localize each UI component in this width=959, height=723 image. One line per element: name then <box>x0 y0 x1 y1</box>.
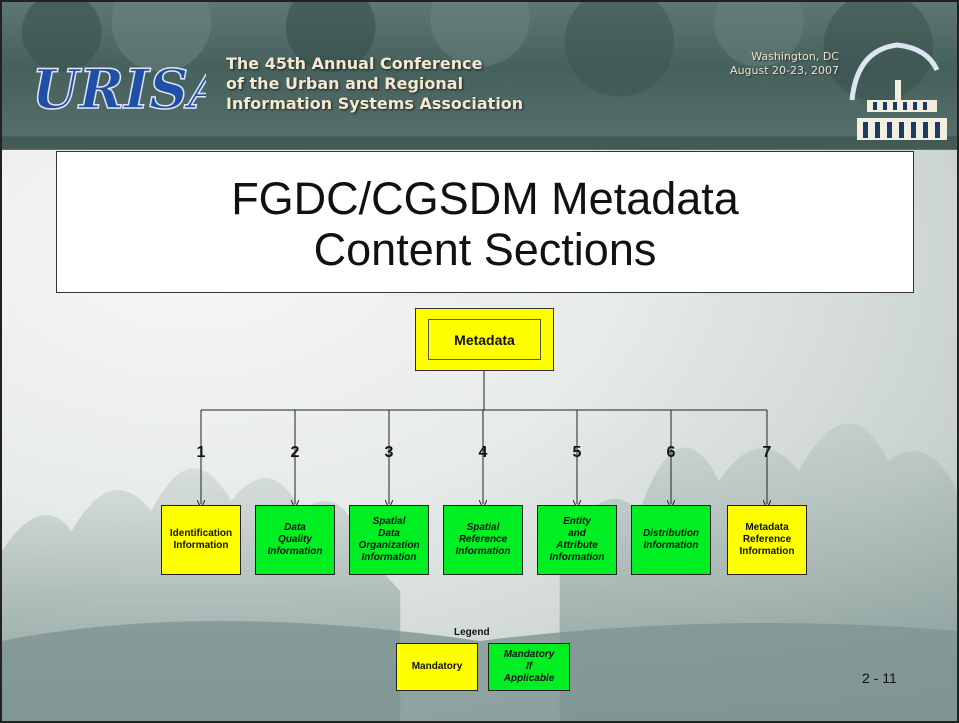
section-7-label-line: Reference <box>742 534 792 545</box>
section-7-label-line: Information <box>739 546 795 557</box>
section-5-label-line: and <box>568 528 586 539</box>
section-spatial-data-organization-information: Spatial Data Organization Information <box>349 505 429 575</box>
section-5-label-line: Information <box>549 552 605 563</box>
section-2-label-line: Quality <box>278 534 312 545</box>
section-number-4: 4 <box>478 444 488 461</box>
section-distribution-information: Distribution Information <box>631 505 711 575</box>
legend-title: Legend <box>454 627 490 638</box>
section-1-label-line: Identification <box>169 528 233 539</box>
section-number-1: 1 <box>196 444 206 461</box>
section-4-label-line: Spatial <box>466 522 500 533</box>
section-6-label-line: Distribution <box>642 528 700 539</box>
section-5-label-line: Attribute <box>556 540 598 551</box>
title-line-1: FGDC/CGSDM Metadata <box>231 173 739 224</box>
section-entity-and-attribute-information: Entity and Attribute Information <box>537 505 617 575</box>
section-identification-information: Identification Information <box>161 505 241 575</box>
section-number-6: 6 <box>666 444 676 461</box>
section-6-label-line: Information <box>643 540 699 551</box>
section-4-label-line: Reference <box>458 534 508 545</box>
legend-miaa-line: Mandatory <box>503 649 555 660</box>
conference-line-1: The 45th Annual Conference <box>226 54 483 73</box>
section-1-label-line: Information <box>173 540 229 551</box>
metadata-root-node: Metadata <box>415 308 554 371</box>
conference-title: The 45th Annual Conference of the Urban … <box>226 54 523 114</box>
location-dates: August 20-23, 2007 <box>730 64 839 77</box>
section-number-3: 3 <box>384 444 394 461</box>
logo-wordmark: URISA <box>32 57 206 121</box>
legend-mandatory-if-applicable: Mandatory If Applicable <box>488 643 570 691</box>
section-number-2: 2 <box>290 444 300 461</box>
legend-mandatory-label: Mandatory <box>411 661 463 672</box>
urisa-logo: URISA <box>31 56 206 122</box>
section-3-label-line: Organization <box>358 540 420 551</box>
conference-banner: URISA The 45th Annual Conference of the … <box>2 2 957 150</box>
page-number: 2 - 11 <box>862 670 897 686</box>
slide-title: FGDC/CGSDM Metadata Content Sections <box>56 151 914 293</box>
section-5-label-line: Entity <box>563 516 591 527</box>
section-number-7: 7 <box>762 444 772 461</box>
section-4-label-line: Information <box>455 546 511 557</box>
location-city: Washington, DC <box>751 50 839 63</box>
section-number-5: 5 <box>572 444 582 461</box>
section-7-label-line: Metadata <box>745 522 789 533</box>
metadata-root-label: Metadata <box>428 319 541 360</box>
section-3-label-line: Data <box>378 528 400 539</box>
legend-miaa-line: If <box>525 661 533 672</box>
title-line-2: Content Sections <box>313 224 657 275</box>
section-3-label-line: Information <box>361 552 417 563</box>
section-2-label-line: Data <box>284 522 306 533</box>
legend-miaa-line: Applicable <box>503 673 555 684</box>
section-2-label-line: Information <box>267 546 323 557</box>
capitol-dome-icon <box>849 42 947 140</box>
conference-line-2: of the Urban and Regional <box>226 74 464 93</box>
section-metadata-reference-information: Metadata Reference Information <box>727 505 807 575</box>
section-data-quality-information: Data Quality Information <box>255 505 335 575</box>
conference-line-3: Information Systems Association <box>226 94 524 113</box>
conference-location: Washington, DC August 20-23, 2007 <box>730 50 839 78</box>
section-spatial-reference-information: Spatial Reference Information <box>443 505 523 575</box>
legend-mandatory: Mandatory <box>396 643 478 691</box>
section-3-label-line: Spatial <box>372 516 406 527</box>
